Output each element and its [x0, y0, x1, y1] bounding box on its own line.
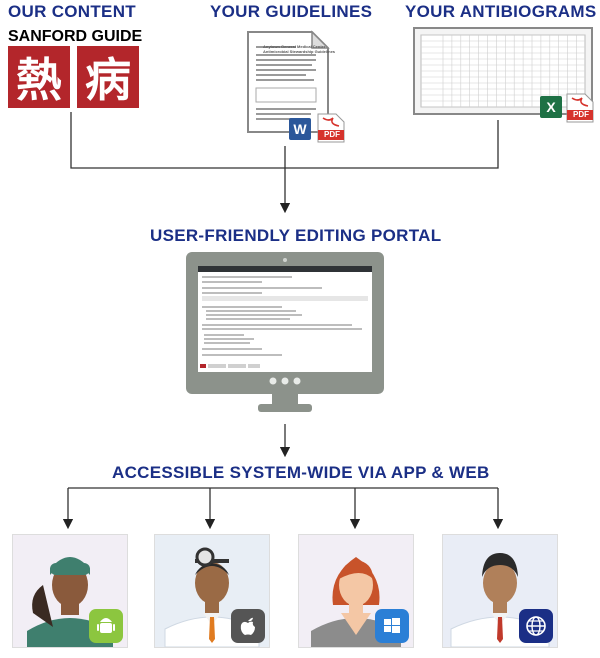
user-card-surgeon: [12, 534, 128, 648]
android-icon: [89, 609, 123, 643]
monitor-base: [258, 404, 312, 412]
user-card-woman: [298, 534, 414, 648]
monitor-dot-2: [282, 378, 289, 385]
windows-icon: [375, 609, 409, 643]
web-icon: [519, 609, 553, 643]
system-wide-access-heading: ACCESSIBLE SYSTEM-WIDE VIA APP & WEB: [112, 463, 490, 483]
monitor-icon: [186, 250, 384, 416]
user-card-physician: [442, 534, 558, 648]
apple-icon: [231, 609, 265, 643]
monitor-dot-3: [294, 378, 301, 385]
user-card-doctor: [154, 534, 270, 648]
monitor-neck: [272, 394, 298, 404]
editing-portal-heading: USER-FRIENDLY EDITING PORTAL: [150, 226, 441, 246]
monitor-dot-1: [270, 378, 277, 385]
monitor-camera: [283, 258, 287, 262]
